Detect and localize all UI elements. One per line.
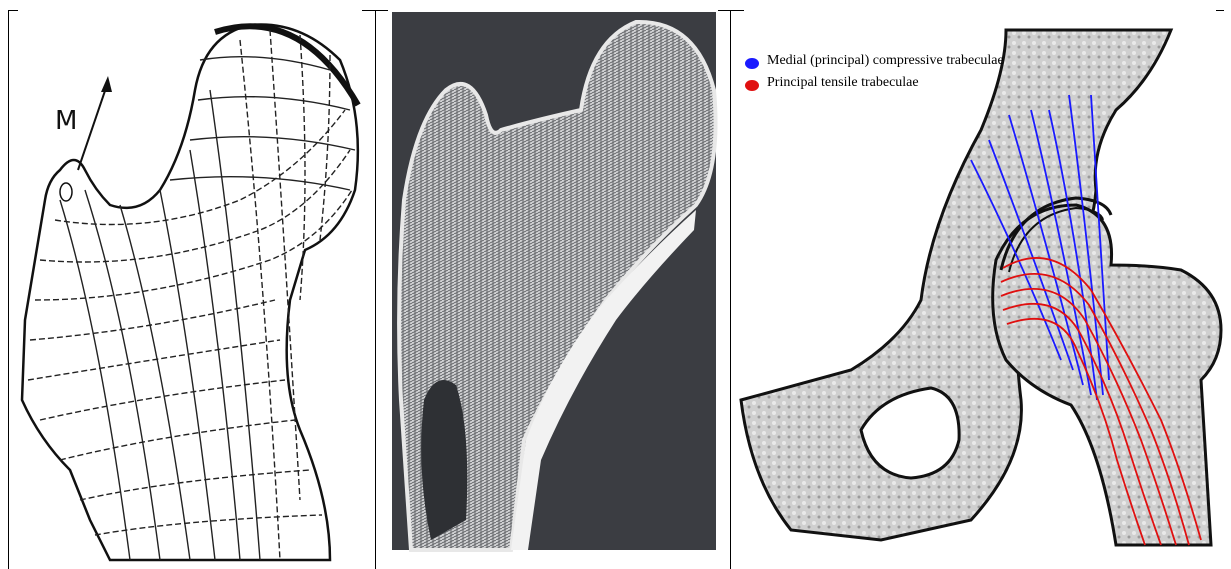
legend: Medial (principal) compressive trabecula… xyxy=(745,52,1005,96)
trajectory-drawing-panel: M xyxy=(0,0,375,569)
moment-label: M xyxy=(55,106,77,136)
legend-label-tensile: Principal tensile trabeculae xyxy=(767,74,919,92)
legend-item-compressive: Medial (principal) compressive trabecula… xyxy=(745,52,1005,70)
femur-trajectory-drawing xyxy=(0,0,375,569)
legend-item-tensile: Principal tensile trabeculae xyxy=(745,74,1005,92)
red-dot-icon xyxy=(745,80,759,91)
bone-section-panel xyxy=(376,0,730,569)
trabecular-bone-photo xyxy=(376,0,730,569)
blue-dot-icon xyxy=(745,58,759,69)
legend-label-compressive: Medial (principal) compressive trabecula… xyxy=(767,52,1004,70)
